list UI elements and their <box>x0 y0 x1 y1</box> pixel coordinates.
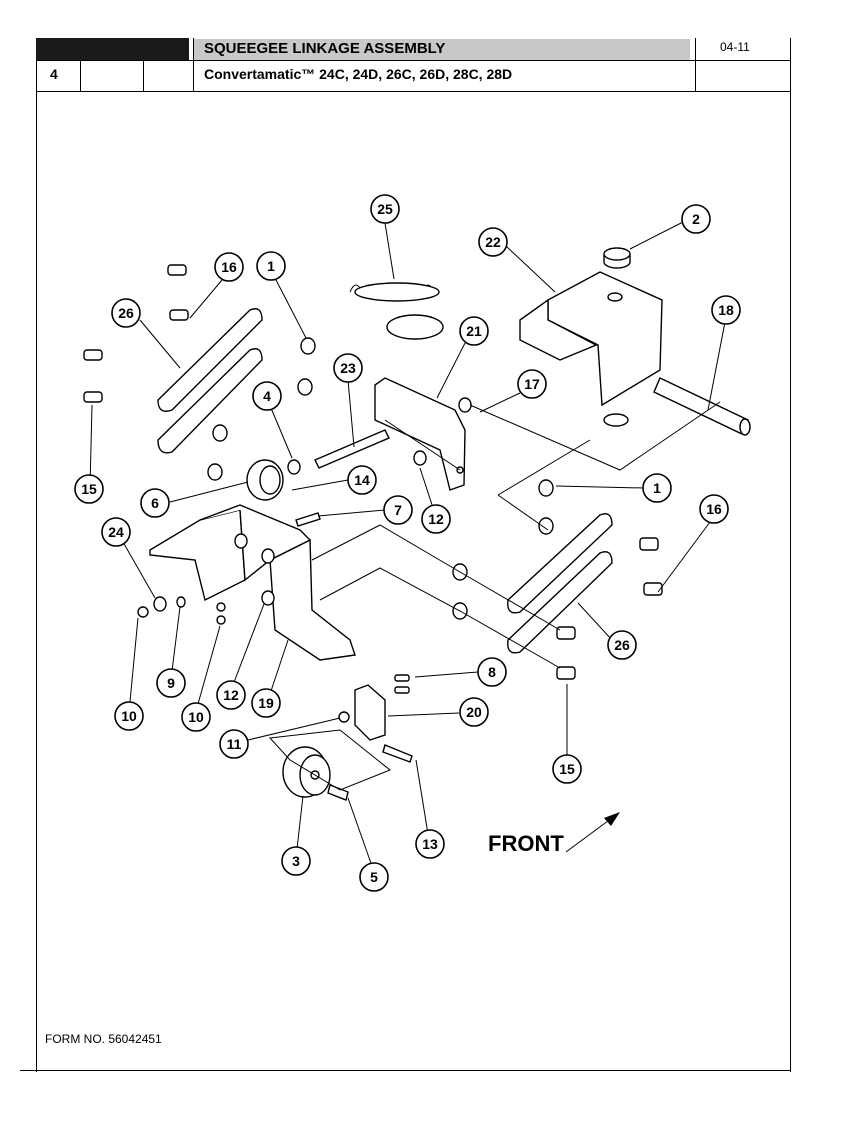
svg-text:26: 26 <box>118 305 134 321</box>
knob-part <box>246 459 284 501</box>
callout-10b: 10 <box>181 702 211 732</box>
svg-text:10: 10 <box>188 709 204 725</box>
callout-6: 6 <box>140 488 170 518</box>
front-arrow-icon <box>565 812 620 853</box>
pin-part <box>314 429 390 469</box>
callout-12: 12 <box>421 504 451 534</box>
header-rule-bottom <box>36 91 790 92</box>
svg-text:7: 7 <box>394 502 402 518</box>
svg-text:1: 1 <box>267 258 275 274</box>
svg-text:3: 3 <box>292 853 300 869</box>
callout-10: 10 <box>114 701 144 731</box>
callout-18: 18 <box>711 295 741 325</box>
svg-text:23: 23 <box>340 360 356 376</box>
svg-text:11: 11 <box>227 736 242 752</box>
lower-bracket-part <box>149 504 356 661</box>
callout-19: 19 <box>251 688 281 718</box>
front-label: FRONT <box>488 831 564 856</box>
fasteners <box>83 264 663 763</box>
callout-3: 3 <box>281 846 311 876</box>
callout-17: 17 <box>517 369 547 399</box>
svg-text:9: 9 <box>167 675 175 691</box>
page-number: 4 <box>50 66 58 82</box>
header-black-bar <box>36 38 189 60</box>
callout-1b: 1 <box>642 473 672 503</box>
callouts: 25 2 22 16 1 26 18 21 23 17 4 15 6 14 1 … <box>74 194 741 892</box>
rod-part <box>653 377 751 436</box>
spring-part <box>349 282 444 340</box>
link-arm-left-part <box>157 308 263 454</box>
link-arm-right-part <box>507 513 613 654</box>
svg-text:12: 12 <box>428 511 444 527</box>
header-cell-divider <box>193 38 194 92</box>
svg-text:25: 25 <box>377 201 393 217</box>
callout-23: 23 <box>333 353 363 383</box>
svg-text:22: 22 <box>485 234 501 250</box>
callout-5: 5 <box>359 862 389 892</box>
callout-15b: 15 <box>552 754 582 784</box>
caster-bracket-part <box>354 684 386 741</box>
callout-21: 21 <box>459 316 489 346</box>
explosion-lines <box>268 401 721 791</box>
svg-text:15: 15 <box>81 481 97 497</box>
callout-16b: 16 <box>699 494 729 524</box>
svg-text:4: 4 <box>263 388 271 404</box>
form-number: FORM NO. 56042451 <box>45 1032 162 1046</box>
svg-text:6: 6 <box>151 495 159 511</box>
svg-text:16: 16 <box>706 501 722 517</box>
callout-leaders <box>89 220 726 870</box>
svg-text:17: 17 <box>524 376 540 392</box>
callout-20: 20 <box>459 697 489 727</box>
callout-1: 1 <box>256 251 286 281</box>
wheel-part <box>282 746 349 801</box>
svg-text:26: 26 <box>614 637 630 653</box>
callout-26b: 26 <box>607 630 637 660</box>
pivot-plate-part <box>374 377 466 491</box>
callout-25: 25 <box>370 194 400 224</box>
callout-13: 13 <box>415 829 445 859</box>
callout-12b: 12 <box>216 680 246 710</box>
svg-text:19: 19 <box>258 695 274 711</box>
svg-text:16: 16 <box>221 259 237 275</box>
header-cell-divider <box>80 60 81 91</box>
callout-11: 11 <box>219 729 249 759</box>
callout-8: 8 <box>477 657 507 687</box>
svg-text:8: 8 <box>488 664 496 680</box>
callout-2: 2 <box>681 204 711 234</box>
callout-15: 15 <box>74 474 104 504</box>
page-frame <box>36 38 791 1072</box>
callout-26: 26 <box>111 298 141 328</box>
svg-text:5: 5 <box>370 869 378 885</box>
svg-text:15: 15 <box>559 761 575 777</box>
header-cell-divider <box>695 38 696 92</box>
header-title-bar <box>194 39 690 60</box>
callout-16: 16 <box>214 252 244 282</box>
svg-text:10: 10 <box>121 708 137 724</box>
revision-date: 04-11 <box>720 40 750 54</box>
header-cell-divider <box>143 60 144 91</box>
svg-text:21: 21 <box>466 323 482 339</box>
svg-text:18: 18 <box>718 302 734 318</box>
svg-text:13: 13 <box>422 836 438 852</box>
page-subtitle: Convertamatic™ 24C, 24D, 26C, 26D, 28C, … <box>204 66 513 82</box>
svg-text:12: 12 <box>223 687 239 703</box>
svg-text:14: 14 <box>354 472 370 488</box>
svg-text:1: 1 <box>653 480 661 496</box>
bottom-rule <box>20 1070 790 1071</box>
svg-text:2: 2 <box>692 211 700 227</box>
callout-24: 24 <box>101 517 131 547</box>
svg-text:20: 20 <box>466 704 482 720</box>
callout-7: 7 <box>383 495 413 525</box>
svg-text:24: 24 <box>108 524 124 540</box>
callout-14: 14 <box>347 465 377 495</box>
callout-9: 9 <box>156 668 186 698</box>
upper-bracket-part <box>519 247 663 427</box>
callout-22: 22 <box>478 227 508 257</box>
header-rule-middle <box>36 60 790 61</box>
callout-4: 4 <box>252 381 282 411</box>
page-title: SQUEEGEE LINKAGE ASSEMBLY <box>204 40 446 57</box>
